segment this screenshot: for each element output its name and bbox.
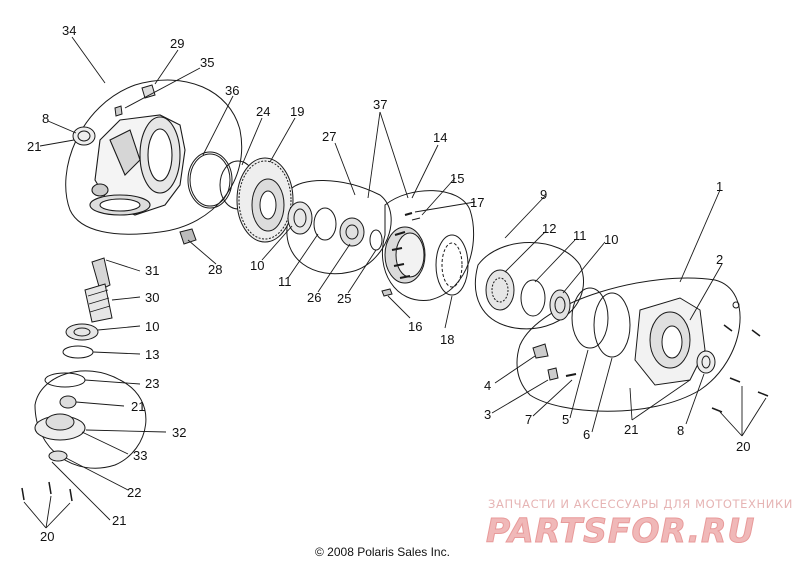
ring-part-36 — [187, 151, 233, 209]
seal-part-8-right — [696, 350, 716, 374]
group-outline-bearing-set — [474, 242, 585, 330]
screw-part-7 — [565, 373, 577, 377]
ring-gear-part-19 — [236, 157, 294, 243]
armature-plate-part-18 — [435, 234, 469, 296]
seal-part-8-left — [72, 126, 96, 146]
callout-23: 23 — [145, 376, 160, 391]
callout-21-right: 21 — [624, 422, 639, 437]
pin-part-16 — [381, 288, 393, 297]
bolts-part-20-right — [711, 324, 769, 413]
callout-13: 13 — [145, 347, 160, 362]
pin-part-17 — [404, 212, 413, 216]
callout-11-b: 11 — [573, 228, 587, 243]
plug-part-3 — [547, 367, 559, 381]
main-housing-part — [89, 114, 186, 216]
o-ring-part-5 — [571, 287, 609, 349]
callout-20-left: 20 — [40, 529, 55, 544]
cover-part-1 — [634, 297, 706, 386]
callout-12: 12 — [542, 221, 557, 236]
watermark-tagline: ЗАПЧАСТИ И АКСЕССУАРЫ ДЛЯ МОТОТЕХНИКИ — [488, 497, 793, 511]
callout-25: 25 — [337, 291, 352, 306]
leader-lines — [23, 36, 767, 529]
callout-15: 15 — [450, 171, 465, 186]
race-part-11-a — [313, 207, 337, 241]
callout-1: 1 — [716, 179, 724, 194]
callout-21-left-top: 21 — [27, 139, 42, 154]
callout-32: 32 — [172, 425, 187, 440]
callout-20-right: 20 — [736, 439, 751, 454]
group-outline-clutch — [381, 190, 475, 301]
callout-36: 36 — [225, 83, 240, 98]
seal-part-22 — [48, 450, 68, 462]
callout-8-right: 8 — [677, 423, 685, 438]
callout-6: 6 — [583, 427, 591, 442]
washer-part-25 — [369, 229, 383, 251]
bearing-part-10-c — [65, 323, 99, 341]
callout-34: 34 — [62, 23, 77, 38]
seal-part-10-b — [549, 289, 571, 321]
callout-2: 2 — [716, 252, 724, 267]
callout-31: 31 — [145, 263, 160, 278]
callout-19: 19 — [290, 104, 305, 119]
bolts-part-20-left — [21, 481, 73, 502]
callout-28: 28 — [208, 262, 223, 277]
bracket-part-4 — [532, 343, 549, 359]
callout-37: 37 — [373, 97, 388, 112]
roller-cage-part — [384, 226, 426, 284]
callout-21-left-bottom: 21 — [112, 513, 127, 528]
callout-10-c: 10 — [145, 319, 160, 334]
callout-11-a: 11 — [278, 274, 292, 289]
callout-33: 33 — [133, 448, 148, 463]
callout-24: 24 — [256, 104, 271, 119]
plug-part-29 — [141, 84, 156, 99]
o-ring-part-23 — [44, 372, 86, 388]
callout-21-left-mid: 21 — [131, 399, 146, 414]
callout-26: 26 — [307, 290, 322, 305]
callout-27: 27 — [322, 129, 337, 144]
flange-part-32 — [34, 413, 86, 441]
spring-part-15 — [411, 217, 421, 221]
race-part-11-b — [520, 279, 546, 317]
callout-5: 5 — [562, 412, 570, 427]
bearing-part-12 — [485, 269, 515, 311]
snap-ring-part-13 — [62, 345, 94, 359]
callout-16: 16 — [408, 319, 423, 334]
seal-part-21-b — [59, 395, 77, 409]
vent-part-35 — [114, 105, 123, 117]
group-outline-gear-set — [286, 180, 392, 275]
callout-3: 3 — [484, 407, 492, 422]
nut-part-28 — [179, 228, 197, 245]
callout-30: 30 — [145, 290, 160, 305]
bearing-part-10-a — [287, 201, 313, 235]
callout-17: 17 — [470, 195, 485, 210]
copyright-notice: © 2008 Polaris Sales Inc. — [315, 545, 450, 559]
gasket-part-6 — [593, 292, 631, 358]
callout-4: 4 — [484, 378, 492, 393]
callout-7: 7 — [525, 412, 533, 427]
washer-part-right — [732, 301, 740, 309]
pinion-shaft-part-30-31 — [84, 257, 113, 323]
callout-14: 14 — [433, 130, 448, 145]
callout-9: 9 — [540, 187, 548, 202]
callout-22: 22 — [127, 485, 142, 500]
callout-29: 29 — [170, 36, 185, 51]
group-outline-housing — [65, 79, 243, 235]
watermark-logo: PARTSFOR.RU — [485, 511, 756, 551]
callout-8-left: 8 — [42, 111, 50, 126]
callout-35: 35 — [200, 55, 215, 70]
group-outline-cover — [516, 277, 741, 412]
callout-10-b: 10 — [604, 232, 619, 247]
callout-18: 18 — [440, 332, 455, 347]
callout-10-a: 10 — [250, 258, 265, 273]
bearing-part-26 — [339, 217, 365, 247]
